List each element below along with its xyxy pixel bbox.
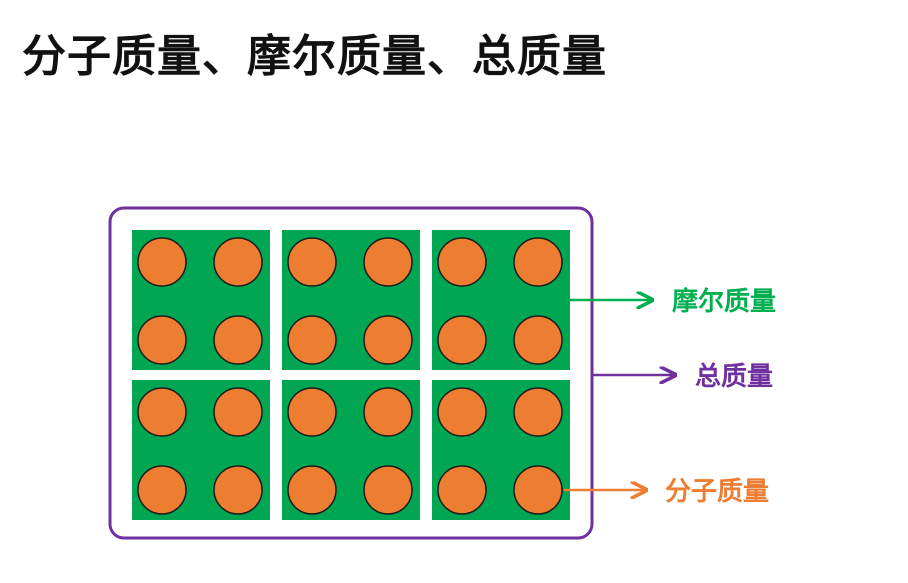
molecule <box>363 315 413 365</box>
molecule <box>513 237 563 287</box>
molecule <box>513 465 563 515</box>
molecule <box>363 465 413 515</box>
molecule <box>363 237 413 287</box>
molecule <box>213 465 263 515</box>
molecule <box>513 315 563 365</box>
molecule <box>137 315 187 365</box>
molecule <box>287 237 337 287</box>
molar-mass-label: 摩尔质量 <box>672 286 776 317</box>
total-mass-label: 总质量 <box>695 362 773 392</box>
cell-grid <box>132 230 570 520</box>
molecule <box>437 315 487 365</box>
molecule <box>287 315 337 365</box>
molecule <box>363 387 413 437</box>
molecule <box>287 387 337 437</box>
molecular-mass-label: 分子质量 <box>665 477 769 507</box>
molecule <box>213 315 263 365</box>
molecule <box>137 465 187 515</box>
molecule <box>137 237 187 287</box>
page-title: 分子质量、摩尔质量、总质量 <box>22 31 607 82</box>
molecule <box>213 237 263 287</box>
molecule <box>137 387 187 437</box>
molecule <box>513 387 563 437</box>
molecule <box>437 387 487 437</box>
molecule <box>437 465 487 515</box>
molecule <box>213 387 263 437</box>
molecule <box>437 237 487 287</box>
molecule <box>287 465 337 515</box>
